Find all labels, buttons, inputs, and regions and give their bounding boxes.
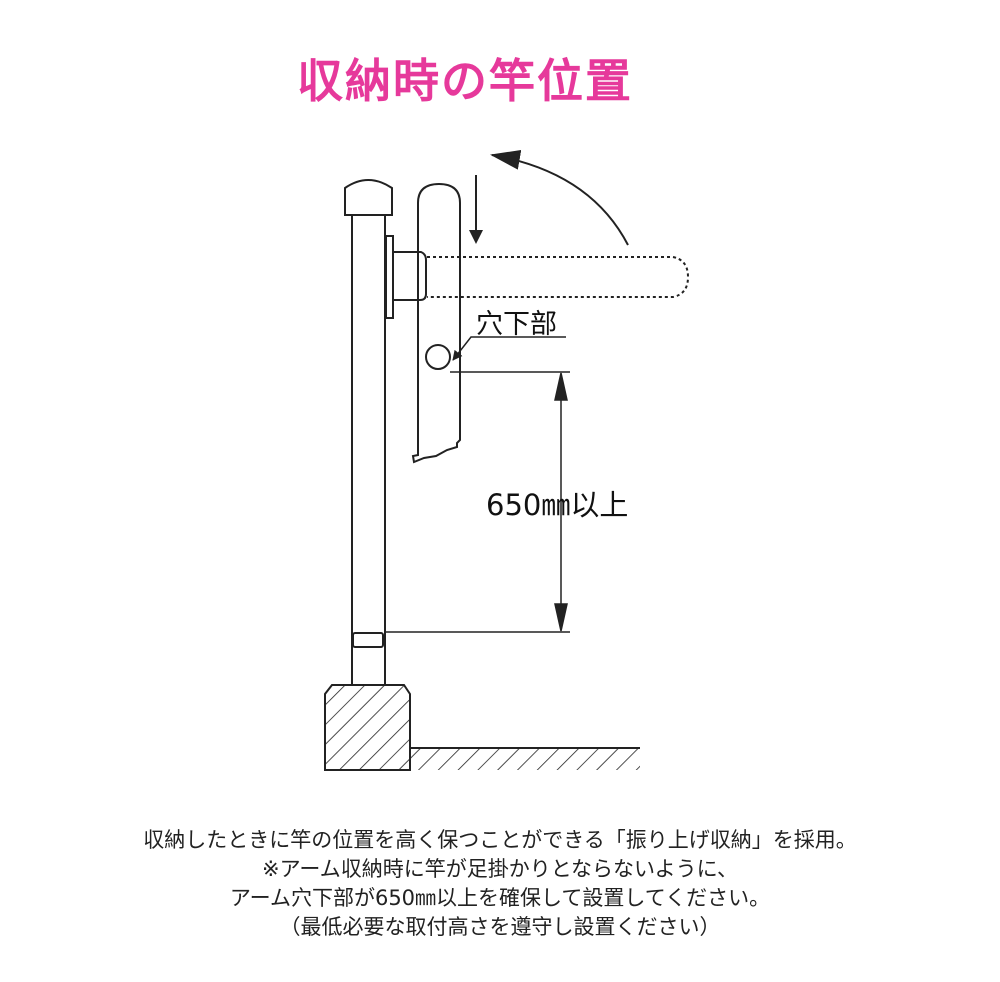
caption-line: （最低必要な取付高さを遵守し設置ください） [279,915,721,939]
diagram-title: 収納時の竿位置 [297,54,633,108]
hole [425,344,451,370]
pole [344,179,393,685]
swing-arrow [490,149,629,246]
pole-cap [344,179,393,216]
pole-slot [352,632,384,648]
hole-leader-line [452,336,566,361]
dimension-label: 650㎜以上 [486,488,629,522]
stowed-arm [411,182,461,464]
dimension-650 [386,371,570,633]
arm-bracket [385,235,427,319]
caption: 収納したときに竿の位置を高く保つことができる「振り上げ収納」を採用。 ※アーム収… [0,826,1000,942]
caption-line: アーム穴下部が650㎜以上を確保して設置してください。 [229,886,771,910]
base-foundation [324,684,640,771]
hole-bottom-label: 穴下部 [476,309,557,340]
caption-line: 収納したときに竿の位置を高く保つことができる「振り上げ収納」を採用。 [143,828,857,852]
caption-line: ※アーム収納時に竿が足掛かりとならないように、 [261,857,739,881]
extended-arm-dotted [427,256,690,298]
